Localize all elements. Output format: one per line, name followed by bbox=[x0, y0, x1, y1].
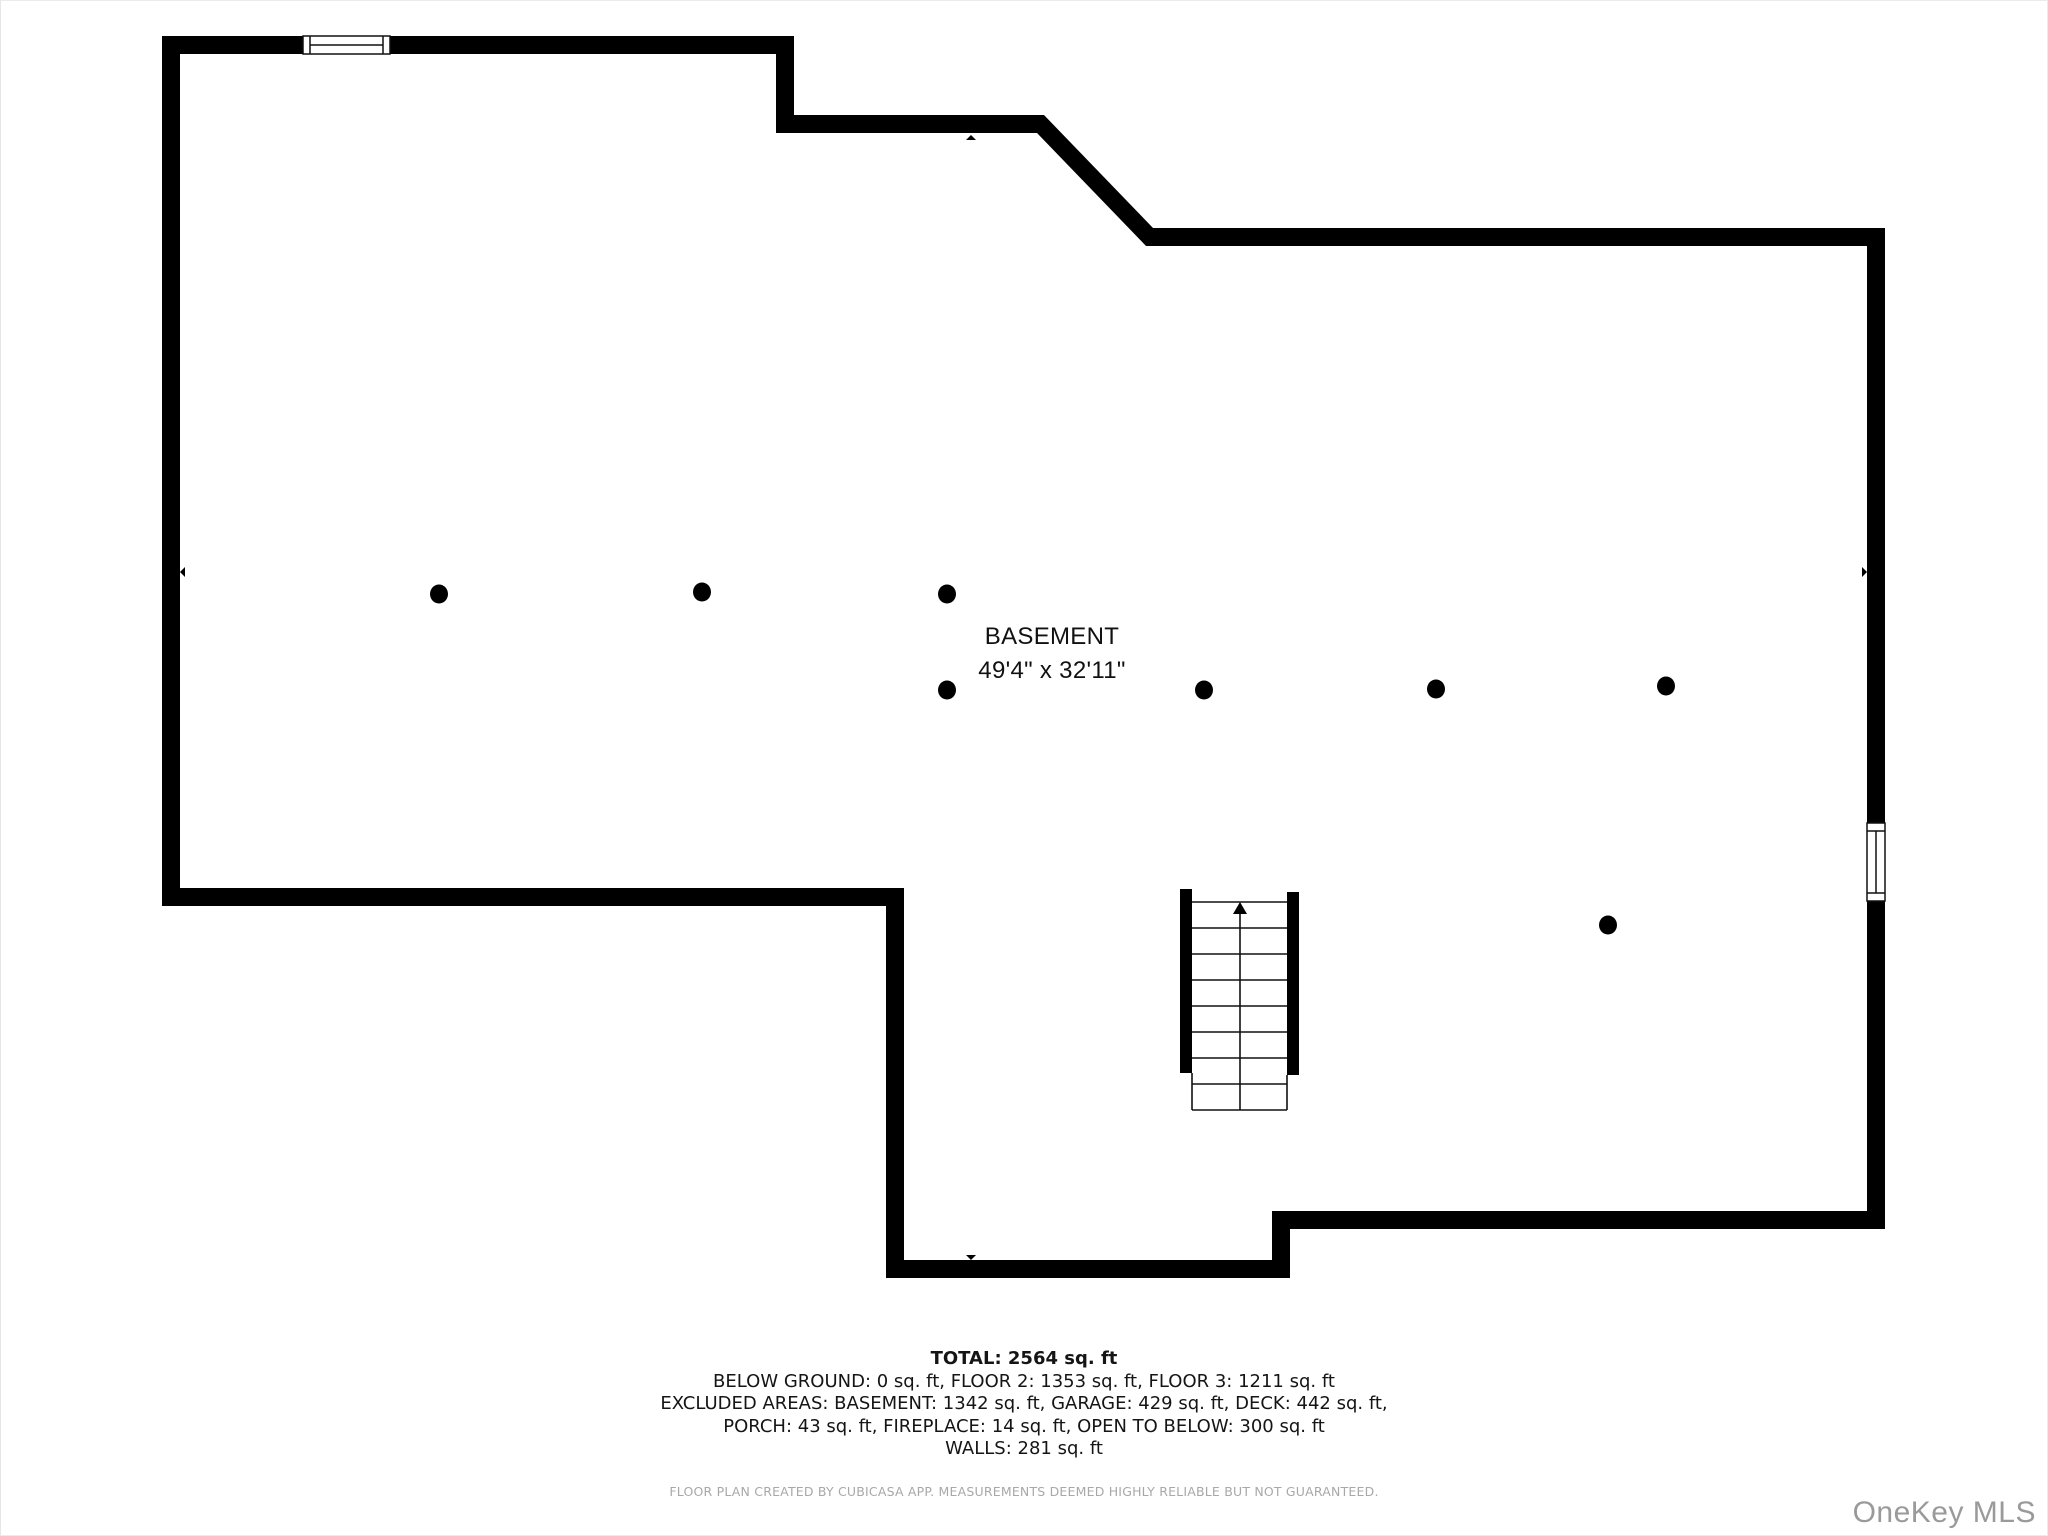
watermark-logo: OneKey MLS bbox=[1852, 1496, 2036, 1529]
area-summary: TOTAL: 2564 sq. ft BELOW GROUND: 0 sq. f… bbox=[524, 1348, 1524, 1461]
post-dot bbox=[693, 582, 711, 602]
post-dot bbox=[1599, 915, 1617, 935]
summary-line: WALLS: 281 sq. ft bbox=[945, 1438, 1103, 1459]
stair-up-arrow-icon bbox=[1233, 902, 1247, 914]
room-dimensions: 49'4" x 32'11" bbox=[978, 657, 1126, 684]
stair-rail-left bbox=[1180, 889, 1192, 1073]
marker-left-icon bbox=[180, 567, 185, 577]
window-right-wall bbox=[1866, 822, 1886, 902]
disclaimer-text: FLOOR PLAN CREATED BY CUBICASA APP. MEAS… bbox=[669, 1484, 1379, 1499]
stair-rail-right bbox=[1287, 892, 1299, 1075]
post-dot bbox=[1657, 676, 1675, 696]
total-area: TOTAL: 2564 sq. ft bbox=[930, 1348, 1118, 1369]
staircase bbox=[1180, 889, 1299, 1111]
marker-top-icon bbox=[966, 135, 976, 140]
post-dot bbox=[430, 584, 448, 604]
support-posts bbox=[430, 582, 1675, 935]
post-dot bbox=[1427, 679, 1445, 699]
post-dot bbox=[1195, 680, 1213, 700]
room-label-basement: BASEMENT 49'4" x 32'11" bbox=[902, 620, 1202, 688]
post-dot bbox=[938, 680, 956, 700]
summary-line: EXCLUDED AREAS: BASEMENT: 1342 sq. ft, G… bbox=[660, 1393, 1388, 1414]
summary-line: PORCH: 43 sq. ft, FIREPLACE: 14 sq. ft, … bbox=[723, 1415, 1325, 1437]
summary-line: BELOW GROUND: 0 sq. ft, FLOOR 2: 1353 sq… bbox=[713, 1370, 1335, 1392]
room-name: BASEMENT bbox=[984, 623, 1120, 650]
marker-bottom-icon bbox=[966, 1255, 976, 1260]
window-top-wall bbox=[302, 35, 391, 55]
post-dot bbox=[938, 584, 956, 604]
marker-right-icon bbox=[1862, 567, 1867, 577]
